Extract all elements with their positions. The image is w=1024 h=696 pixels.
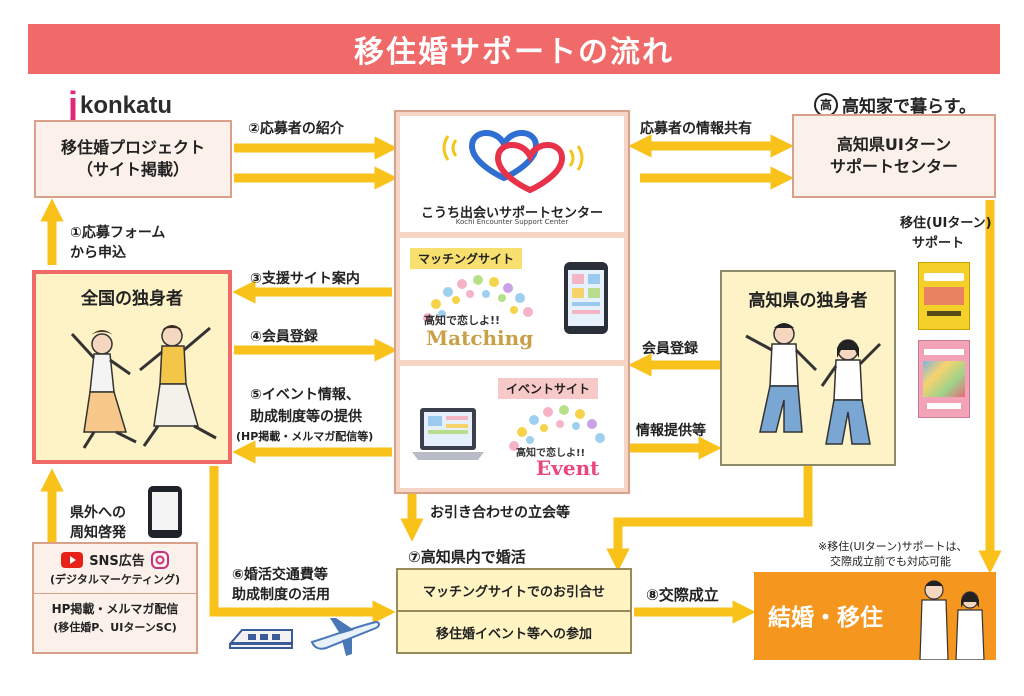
- matching-site-panel: マッチングサイト 高知で恋しよ!! Matching: [400, 238, 624, 360]
- step6-label-line1: ⑥婚活交通費等: [232, 567, 328, 583]
- step6-label-line2: 助成制度の活用: [232, 587, 330, 603]
- konkatu-sub: （サイト掲載）: [76, 160, 189, 179]
- instagram-icon: [150, 550, 169, 569]
- hearts-arc-icon: [509, 405, 605, 451]
- hp-newsletter-label: HP掲載・メルマガ配信: [51, 602, 179, 616]
- event-site-panel: イベントサイト 高知で恋しよ!! Event: [400, 366, 624, 488]
- marriage-relocation-label: 結婚・移住: [768, 605, 883, 631]
- step5-label-line1: ⑤イベント情報、: [250, 387, 360, 403]
- jumping-couple-illustration: [70, 325, 217, 449]
- step1-label-line1: ①応募フォーム: [70, 225, 166, 241]
- kochi-logo-text: 高知家で暮らす。: [842, 97, 976, 117]
- kochi-ui-turn-center-box: 高知県UIターン サポートセンター: [792, 114, 996, 198]
- national-singles-title: 全国の独身者: [81, 289, 183, 309]
- note-line2: 交際成立前でも対応可能: [830, 555, 951, 568]
- step5-label-line2: 助成制度等の提供: [250, 409, 362, 425]
- page-title: 移住婚サポートの流れ: [28, 24, 1000, 74]
- step7-label: ⑦高知県内で婚活: [408, 548, 526, 566]
- sns-ad-label: SNS広告: [89, 554, 145, 569]
- event-logo-small: 高知で恋しよ!!: [516, 448, 586, 459]
- konkatsu-item-matching: マッチングサイトでのお引合せ: [398, 570, 630, 612]
- share-info-label: 応募者の情報共有: [640, 121, 752, 137]
- digital-marketing-label: (デジタルマーケティング): [50, 573, 180, 586]
- konkatu-logo-j: j: [68, 84, 79, 125]
- heart-logo-icon: [442, 130, 584, 194]
- marriage-relocation-box: 結婚・移住: [754, 572, 996, 660]
- laptop-icon: [412, 408, 484, 460]
- couple-illustration: [919, 580, 985, 660]
- konkatu-project-box: 移住婚プロジェクト （サイト掲載）: [34, 120, 232, 198]
- konkatu-logo: j konkatu: [68, 84, 173, 125]
- matchmaking-label: お引き合わせの立会等: [430, 505, 570, 521]
- support-center-name: こうち出会いサポートセンター: [420, 206, 603, 221]
- step5-label-line3: (HP掲載・メルマガ配信等): [236, 430, 374, 443]
- step4-label: ④会員登録: [250, 329, 318, 345]
- brochure-image-2: [918, 340, 970, 418]
- kochi-singles-title: 高知県の独身者: [748, 291, 868, 311]
- member-registration-label: 会員登録: [642, 341, 698, 357]
- youtube-icon: [61, 551, 84, 568]
- hearts-arc-icon: [423, 275, 533, 323]
- kochi-seal-icon: 高: [814, 92, 838, 117]
- out-pref-label-line1: 県外への: [70, 505, 126, 521]
- brochure-image-1: [918, 262, 970, 330]
- support-center-panel: こうち出会いサポートセンター Kochi Encounter Support C…: [400, 116, 624, 232]
- hp-newsletter-sub: (移住婚P、UIターンSC): [53, 621, 177, 634]
- konkatsu-item-event: 移住婚イベント等への参加: [435, 626, 592, 642]
- ui-support-label-line2: サポート: [912, 236, 965, 251]
- event-site-header: イベントサイト: [498, 378, 599, 399]
- konkatu-logo-text: konkatu: [80, 92, 173, 119]
- step2-label: ②応募者の紹介: [248, 121, 344, 137]
- airplane-icon: [310, 618, 380, 656]
- train-icon: [229, 629, 293, 649]
- kochi-ui-sub: サポートセンター: [829, 157, 958, 176]
- matching-logo-small: 高知で恋しよ!!: [424, 314, 501, 327]
- kochi-ui-name: 高知県UIターン: [836, 135, 952, 155]
- support-center-name-en: Kochi Encounter Support Center: [455, 218, 569, 226]
- event-logo: Event: [536, 456, 600, 480]
- national-singles-box: 全国の独身者: [32, 270, 232, 464]
- kochi-konkatsu-box: マッチングサイトでのお引合せ 移住婚イベント等への参加: [396, 568, 632, 654]
- ui-support-label-line1: 移住(UIターン): [900, 216, 992, 231]
- note-line1: ※移住(UIターン)サポートは、: [818, 540, 968, 553]
- info-provide-label: 情報提供等: [636, 423, 706, 439]
- smartphone-icon: [564, 262, 608, 334]
- jumping-students-illustration: [745, 323, 882, 445]
- step8-label: ⑧交際成立: [646, 586, 719, 604]
- matching-site-header: マッチングサイト: [410, 248, 523, 269]
- matching-logo: Matching: [426, 326, 534, 350]
- step3-label: ③支援サイト案内: [250, 271, 360, 287]
- kochi-life-logo: 高 高知家で暮らす。: [814, 92, 976, 117]
- out-pref-label-line2: 周知啓発: [70, 525, 126, 541]
- phone-icon: [148, 486, 182, 538]
- step1-label-line2: から申込: [70, 245, 126, 261]
- konkatu-name: 移住婚プロジェクト: [60, 138, 205, 158]
- marketing-box: SNS広告 (デジタルマーケティング) HP掲載・メルマガ配信 (移住婚P、UI…: [32, 542, 198, 654]
- kochi-singles-box: 高知県の独身者: [720, 270, 896, 466]
